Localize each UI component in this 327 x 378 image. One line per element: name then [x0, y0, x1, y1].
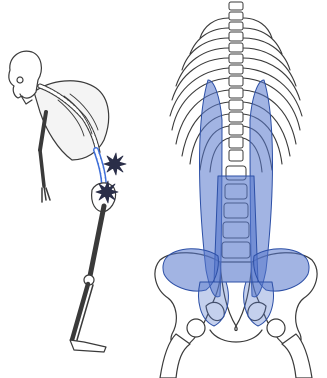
pubic-arch	[210, 330, 262, 342]
forearm	[40, 150, 44, 186]
femur-right	[282, 334, 312, 378]
pain-burst-icon	[96, 181, 118, 203]
side-skeleton	[9, 51, 126, 352]
quadratus-lumborum	[214, 176, 258, 282]
eye-socket	[17, 77, 23, 83]
femur-left	[160, 334, 190, 378]
hip-joint-right	[267, 319, 285, 337]
back-view	[155, 2, 317, 378]
femur	[90, 206, 104, 276]
pain-burst-icon	[104, 153, 126, 175]
foot	[70, 340, 106, 352]
vertebral-column	[229, 2, 243, 161]
hand	[42, 186, 50, 202]
skull	[9, 51, 42, 98]
hip-joint-left	[187, 319, 205, 337]
